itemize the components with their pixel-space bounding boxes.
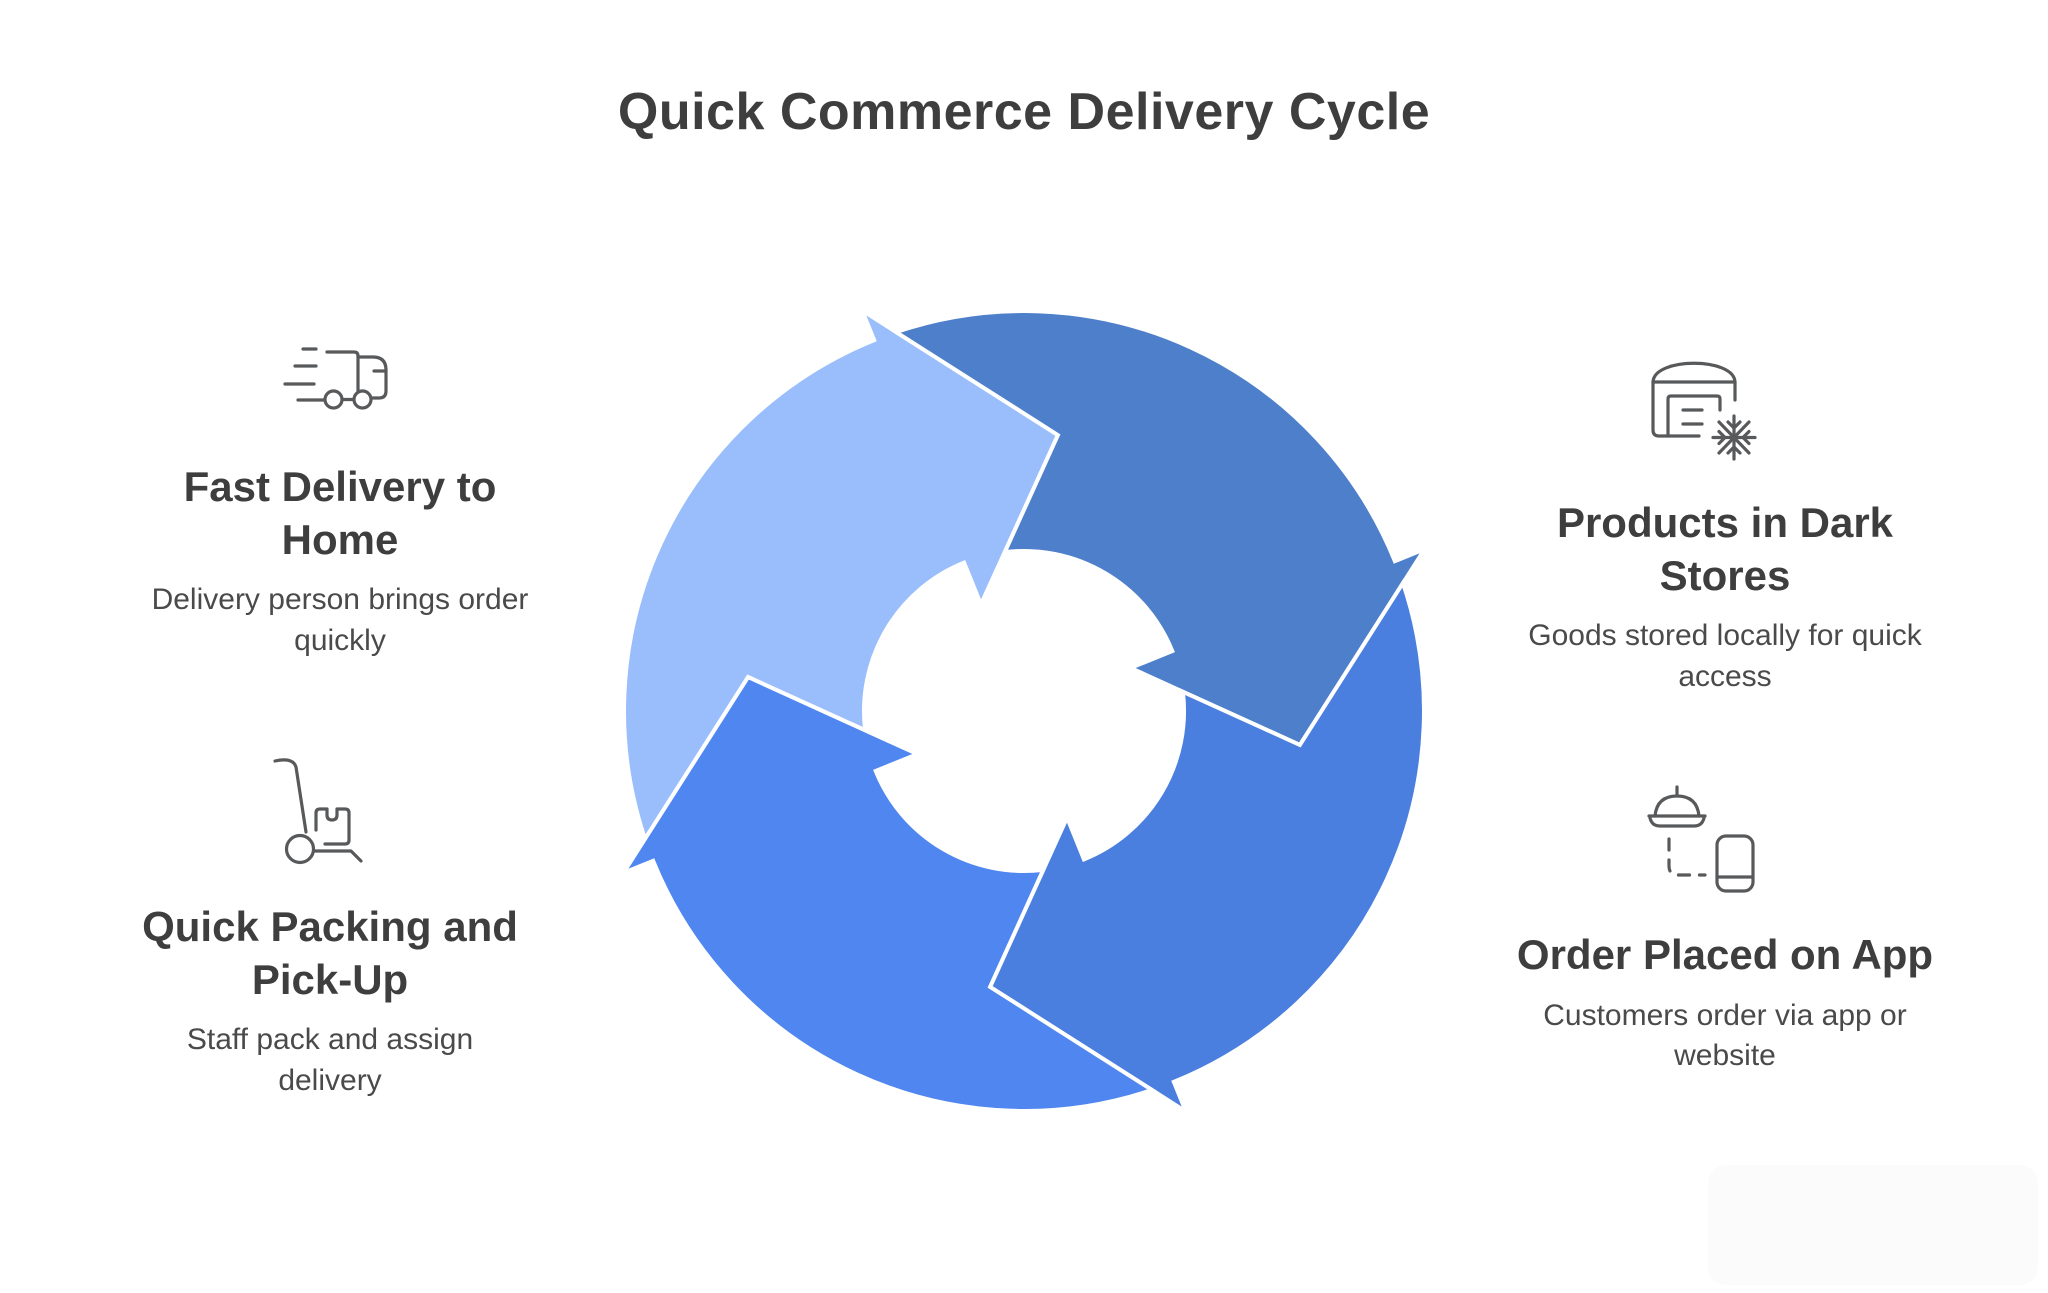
step-title: Order Placed on App <box>1516 931 1934 978</box>
step-description: Staff pack and assign delivery <box>186 1023 474 1097</box>
cloche-phone-icon <box>1495 780 1955 915</box>
watermark <box>1708 1165 2038 1285</box>
delivery-truck-icon <box>115 342 565 447</box>
dark-store-icon <box>1495 348 1955 483</box>
cycle-arrows <box>574 261 1474 1161</box>
step-description: Delivery person brings order quickly <box>151 583 529 657</box>
step-fast-delivery: Fast Delivery to Home Delivery person br… <box>115 342 565 661</box>
step-title: Quick Packing and Pick-Up <box>142 903 518 1003</box>
step-title: Fast Delivery to Home <box>183 463 497 563</box>
step-title: Products in Dark Stores <box>1556 499 1894 599</box>
step-quick-packing: Quick Packing and Pick-Up Staff pack and… <box>110 752 550 1101</box>
hand-truck-icon <box>110 752 550 887</box>
step-order-app: Order Placed on App Customers order via … <box>1495 780 1955 1077</box>
step-description: Goods stored locally for quick access <box>1528 619 1922 693</box>
page-title: Quick Commerce Delivery Cycle <box>617 83 1431 141</box>
step-description: Customers order via app or website <box>1543 998 1907 1073</box>
step-dark-stores: Products in Dark Stores Goods stored loc… <box>1495 348 1955 697</box>
